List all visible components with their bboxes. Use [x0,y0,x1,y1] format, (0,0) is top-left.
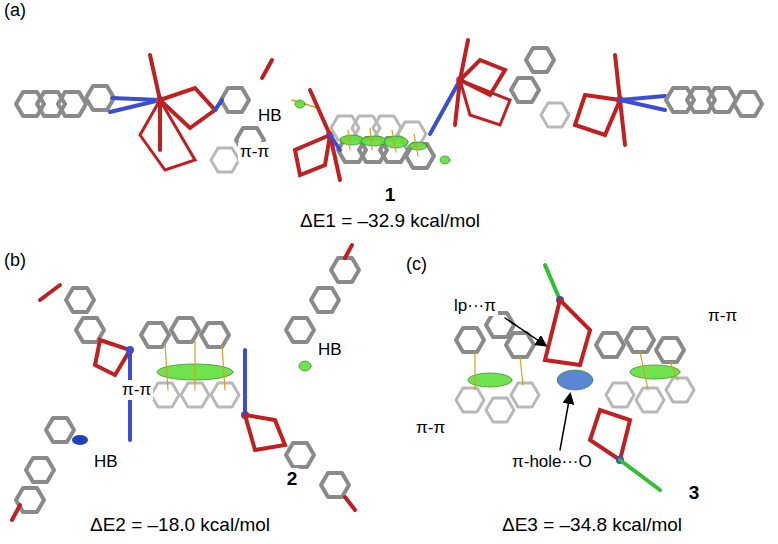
energy-value: ΔE1 = –32.9 kcal/mol [298,210,482,232]
panel-letter: (a) [2,0,28,21]
compound-number: 2 [285,468,300,490]
interaction-label: π-π [238,142,271,162]
interaction-label: π-hole···O [510,452,594,472]
energy-value: ΔE3 = –34.8 kcal/mol [500,514,684,536]
interaction-label: HB [256,106,284,126]
energy-value: ΔE2 = –18.0 kcal/mol [88,514,272,536]
compound-number: 3 [687,482,702,504]
compound-number: 1 [383,184,398,206]
interaction-label: HB [92,452,120,472]
panel-letter: (c) [404,254,429,275]
interaction-label: HB [316,340,344,360]
panel-letter: (b) [2,250,28,271]
interaction-label: π-π [120,380,153,400]
interaction-label: lp···π [452,296,498,316]
interaction-label: π-π [414,418,447,438]
interaction-label: π-π [706,306,739,326]
